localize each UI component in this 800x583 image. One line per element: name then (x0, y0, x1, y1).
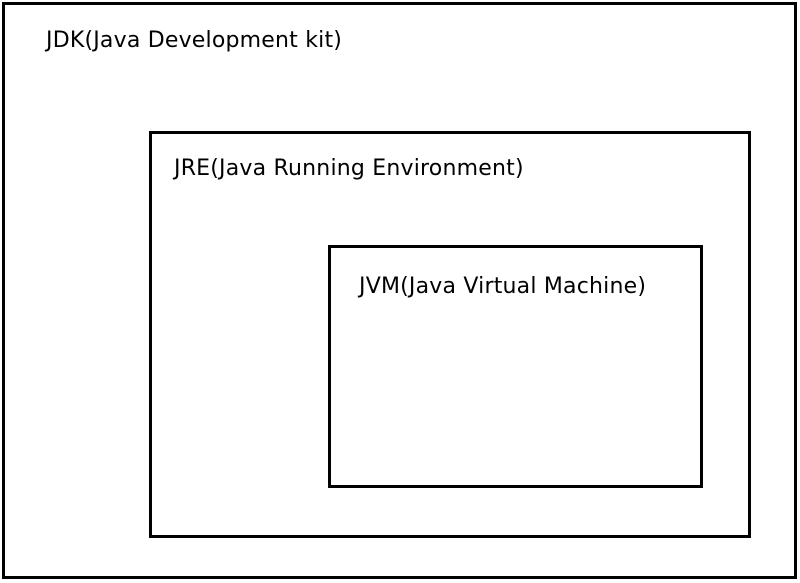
jre-label: JRE(Java Running Environment) (174, 156, 524, 181)
jvm-label: JVM(Java Virtual Machine) (359, 274, 647, 299)
jdk-label: JDK(Java Development kit) (46, 28, 343, 53)
jvm-box: JVM(Java Virtual Machine) (328, 245, 703, 488)
